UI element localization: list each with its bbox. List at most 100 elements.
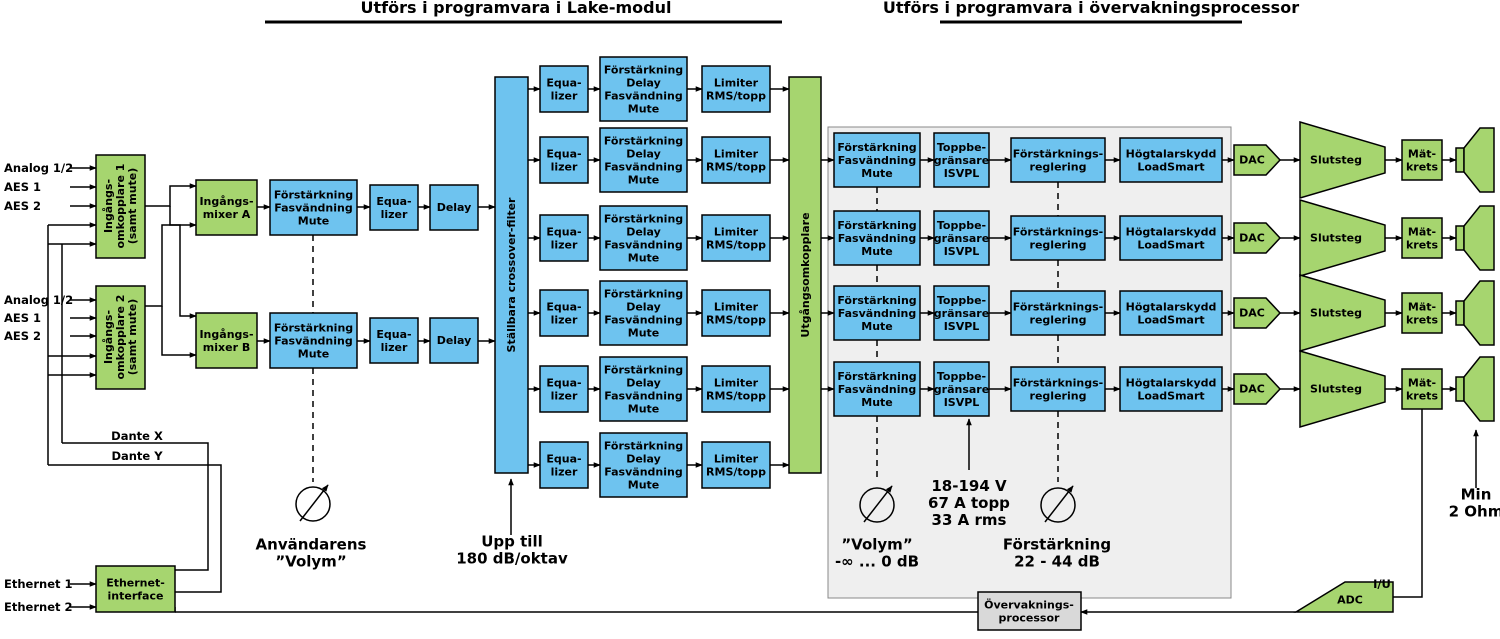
ethernet-interface-label-line: interface xyxy=(108,589,164,602)
gain-control-block-3-label-line: Förstärknings- xyxy=(1013,300,1103,313)
user-eq-block-a-label-line: Equa- xyxy=(376,195,411,208)
monitor-processor-label: Övervaknings-processor xyxy=(984,597,1074,624)
dac-4 xyxy=(1233,373,1282,405)
user-volume-label-line: Användarens xyxy=(256,536,367,554)
limiter-block-6-label-line: RMS/topp xyxy=(706,465,766,478)
gain-control-block-1-label-line: reglering xyxy=(1030,160,1087,173)
user-gain-block-a-label-line: Förstärkning xyxy=(274,188,353,201)
mon-gain-block-2 xyxy=(833,210,921,266)
out-gaindelay-block-5-label-line: Delay xyxy=(626,376,661,389)
speaker-protect-block-4 xyxy=(1119,366,1223,412)
out-gaindelay-block-2-label-line: Förstärkning xyxy=(604,134,683,147)
out-gaindelay-block-6-label-line: Förstärkning xyxy=(604,439,683,452)
out-gaindelay-block-6-label-line: Fasvändning xyxy=(604,465,682,478)
out-eq-block-3-label-line: Equa- xyxy=(546,225,581,238)
out-gaindelay-block-2-label-line: Delay xyxy=(626,147,661,160)
switch-a-to-mixer-a xyxy=(145,183,197,207)
speaker-protect-block-3 xyxy=(1119,290,1223,336)
speaker-protect-block-3-label-line: LoadSmart xyxy=(1137,313,1204,326)
out-gaindelay-block-1-label-line: Förstärkning xyxy=(604,63,683,76)
meter-block-3-label-line: Mät- xyxy=(1408,300,1436,313)
out-gaindelay-block-3 xyxy=(599,205,688,271)
input-mixer-a-label: Ingångs-mixer A xyxy=(199,195,253,221)
user-gain-block-b xyxy=(269,312,358,369)
limiter-block-1-label-line: RMS/topp xyxy=(706,89,766,102)
user-delay-block-b xyxy=(429,317,479,364)
adc-label: ADC xyxy=(1337,594,1363,607)
switch-b-to-mixer-b xyxy=(161,306,197,358)
mon-gain-block-3-label-line: Mute xyxy=(861,320,893,333)
output-switch-block xyxy=(788,76,822,474)
meter-block-1 xyxy=(1401,139,1443,181)
mon-gain-block-4-label-line: Förstärkning xyxy=(837,370,916,383)
input-switch-a-label-line: omkopplare 1 xyxy=(114,164,127,249)
mon-gain-block-1-label-line: Förstärkning xyxy=(837,141,916,154)
out-gaindelay-block-1-label-line: Mute xyxy=(628,102,660,115)
gain-control-block-1-label: Förstärknings-reglering xyxy=(1013,147,1103,173)
input-switch-a-label-line: (samt mute) xyxy=(126,168,139,245)
mon-gain-block-1-label-line: Mute xyxy=(861,167,893,180)
user-delay-block-b-label: Delay xyxy=(437,334,472,347)
amp-specs-label-line: 67 A topp xyxy=(928,494,1010,512)
peak-limiter-block-2-label-line: gränsare xyxy=(934,232,989,245)
meter-block-1-label-line: krets xyxy=(1406,160,1438,173)
user-gain-block-b-label-line: Fasvändning xyxy=(274,334,352,347)
meter-block-3-label-line: krets xyxy=(1406,313,1438,326)
amplifier-2 xyxy=(1299,198,1386,278)
input-label-a1: Analog 1/2 xyxy=(4,161,73,175)
ethernet-interface-label-line: Ethernet- xyxy=(106,576,165,589)
speaker-protect-block-1 xyxy=(1119,137,1223,183)
out-eq-block-1-label-line: lizer xyxy=(551,89,578,102)
mon-gain-block-2-label-line: Mute xyxy=(861,245,893,258)
speaker-magnet-2 xyxy=(1455,225,1465,251)
out-gaindelay-block-5-label-line: Mute xyxy=(628,402,660,415)
limiter-block-1 xyxy=(701,65,771,113)
out-gaindelay-block-3-label-line: Delay xyxy=(626,225,661,238)
input-mixer-a xyxy=(195,179,258,236)
peak-limiter-block-3-label-line: gränsare xyxy=(934,307,989,320)
speaker-protect-block-1-label-line: LoadSmart xyxy=(1137,160,1204,173)
out-gaindelay-block-2-label-line: Mute xyxy=(628,173,660,186)
out-gaindelay-block-4-label-line: Förstärkning xyxy=(604,287,683,300)
meter-block-4-label-line: krets xyxy=(1406,389,1438,402)
speaker-protect-block-4-label-line: LoadSmart xyxy=(1137,389,1204,402)
limiter-block-1-label-line: Limiter xyxy=(714,76,759,89)
peak-limiter-block-1-label-line: Toppbe- xyxy=(937,141,986,154)
min-impedance-label-line: Min xyxy=(1461,486,1492,504)
mon-gain-block-4 xyxy=(833,361,921,417)
dac-label-3: DAC xyxy=(1239,307,1265,320)
out-eq-block-1 xyxy=(539,65,589,113)
gain-control-block-4-label: Förstärknings-reglering xyxy=(1013,376,1103,402)
out-gaindelay-block-5-label-line: Förstärkning xyxy=(604,363,683,376)
user-eq-block-b-label: Equa-lizer xyxy=(376,328,411,354)
speaker-magnet-3 xyxy=(1455,300,1465,326)
out-eq-block-5 xyxy=(539,365,589,413)
meter-block-1-label-line: Mät- xyxy=(1408,147,1436,160)
dac-label-4: DAC xyxy=(1239,383,1265,396)
amplifier-4 xyxy=(1299,349,1386,429)
dante-y-label: Dante Y xyxy=(111,449,163,463)
meter-block-2-label: Mät-krets xyxy=(1406,225,1438,251)
input-mixer-b-label-line: mixer B xyxy=(203,341,250,354)
switch-a-to-mixer-b xyxy=(169,206,197,319)
amp-specs-label-line: 33 A rms xyxy=(932,511,1007,529)
blocks xyxy=(95,56,1495,631)
meter-block-1-label: Mät-krets xyxy=(1406,147,1438,173)
out-eq-block-4-label-line: lizer xyxy=(551,313,578,326)
limiter-block-4-label-line: RMS/topp xyxy=(706,313,766,326)
gain-control-block-4-label-line: reglering xyxy=(1030,389,1087,402)
user-eq-block-a xyxy=(369,184,419,231)
peak-limiter-block-1 xyxy=(933,132,990,188)
user-gain-block-a-label-line: Mute xyxy=(298,214,330,227)
user-gain-block-b-label-line: Förstärkning xyxy=(274,321,353,334)
mon-gain-block-3-label-line: Fasvändning xyxy=(838,307,916,320)
